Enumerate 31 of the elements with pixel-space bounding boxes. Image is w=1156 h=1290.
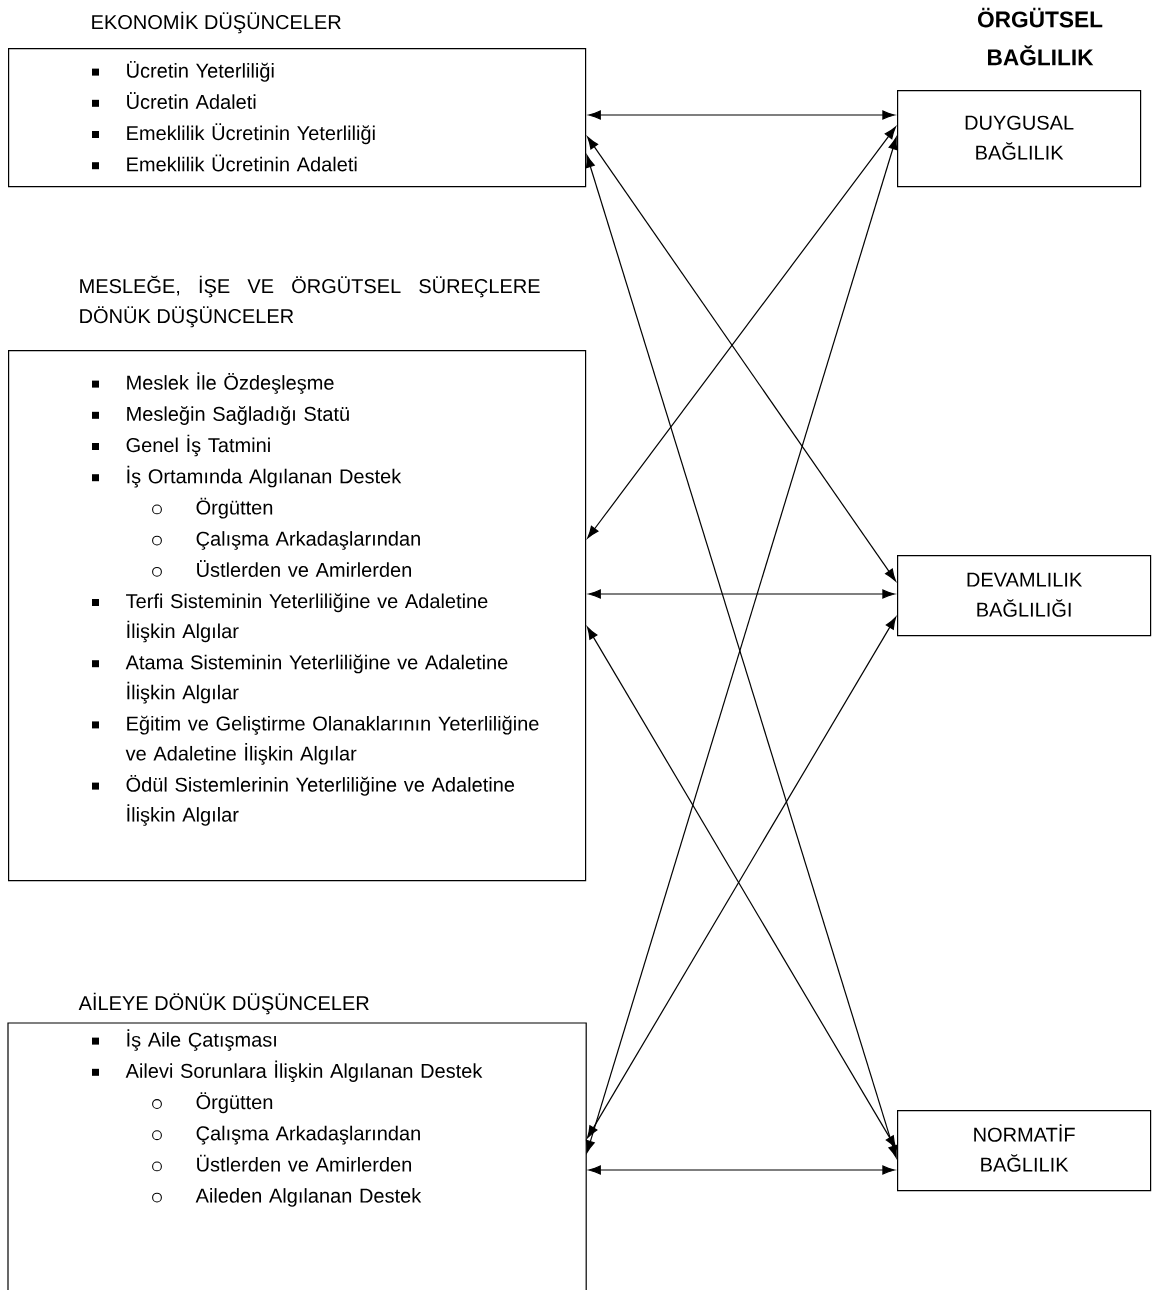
list-item: Ailevi Sorunlara İlişkin Algılanan Destek [92, 1060, 483, 1083]
title: ÖRGÜTSEL BAĞLILIK [977, 7, 1103, 66]
concept-box: DEVAMLILIK BAĞLILIĞI [897, 555, 1152, 637]
box-heading: MESLEĞE, İŞE VE ÖRGÜTSEL SÜREÇLERE DÖNÜK DÜŞÜNCELER [80, 275, 540, 328]
list-item: Mesleğin Sağladığı Statü [92, 406, 349, 425]
list-item: İş Aile Çatışması [92, 1029, 276, 1051]
list-item: Üstlerden ve Amirlerden [152, 1154, 411, 1172]
list-item: Örgütten [152, 1092, 273, 1114]
list-item: Ödül Sistemlerinin Yeterliliğine ve Adaletine İlişkin Algılar [92, 774, 515, 826]
arrow [588, 589, 895, 599]
list-item: Emeklilik Ücretinin Yeterliliği [92, 123, 375, 145]
list-item: İş Ortamında Algılanan Destek [92, 465, 402, 488]
list-item: Ücretin Yeterliliği [92, 60, 274, 82]
arrow [588, 110, 895, 120]
list-item: Örgütten [152, 497, 273, 519]
list-item: Eğitim ve Geliştirme Olanaklarının Yeterliliğine ve Adaletine İlişkin Algılar [92, 715, 539, 765]
list-item: Çalışma Arkadaşlarından [152, 531, 420, 550]
concept-box: NORMATİF BAĞLILIK [897, 1110, 1152, 1192]
list-item: Genel İş Tatmini [92, 434, 270, 457]
list-item: Atama Sisteminin Yeterliliğine ve Adaletine İlişkin Algılar [92, 654, 508, 704]
list-item: Emeklilik Ücretinin Adaleti [92, 154, 357, 172]
box-heading: EKONOMİK DÜŞÜNCELER [92, 11, 341, 34]
box-heading: AİLEYE DÖNÜK DÜŞÜNCELER [78, 992, 369, 1015]
concept-box: DUYGUSAL BAĞLILIK [897, 90, 1142, 188]
list-item: Çalışma Arkadaşlarından [152, 1125, 420, 1145]
list-item: Terfi Sisteminin Yeterliliğine ve Adaletine İlişkin Algılar [92, 593, 488, 643]
list-item: Aileden Algılanan Destek [152, 1188, 422, 1207]
list-item: Üstlerden ve Amirlerden [152, 560, 411, 577]
arrow [588, 1165, 895, 1175]
list-item: Meslek İle Özdeşleşme [92, 372, 334, 394]
list-item: Ücretin Adaleti [92, 92, 256, 109]
